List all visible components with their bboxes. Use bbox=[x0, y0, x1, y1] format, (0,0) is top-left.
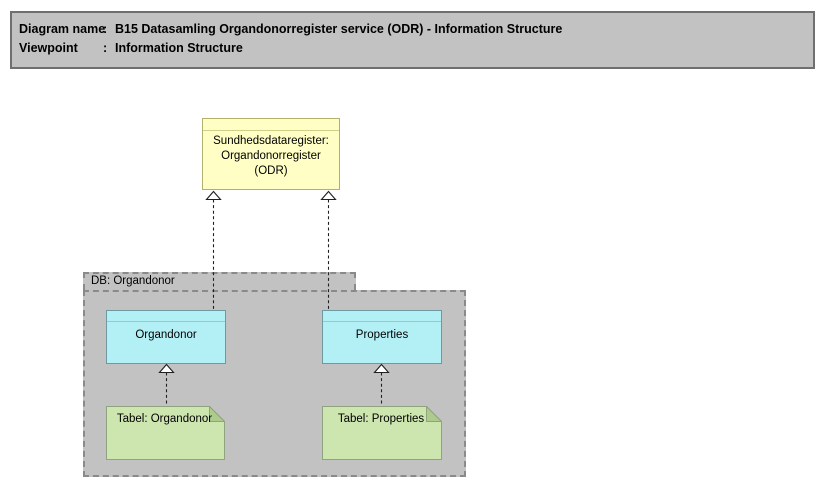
node-sundhedsdataregister-odr[interactable]: Sundhedsdataregister: Organdonorregister… bbox=[202, 118, 340, 190]
title-value: B15 Datasamling Organdonorregister servi… bbox=[115, 22, 563, 36]
object-header-strip bbox=[107, 311, 225, 322]
note-body bbox=[106, 406, 225, 460]
node-properties[interactable]: Properties bbox=[322, 310, 442, 364]
hollow-triangle-arrowhead-icon bbox=[205, 190, 222, 201]
folded-corner-icon bbox=[209, 406, 225, 422]
title-separator: : bbox=[103, 41, 108, 55]
group-node-label: DB: Organdonor bbox=[91, 275, 175, 287]
title-label: Viewpoint bbox=[19, 41, 78, 55]
node-tabel-organdonor[interactable]: Tabel: Organdonor bbox=[106, 406, 225, 460]
note-shape bbox=[322, 406, 442, 460]
title-label: Diagram name bbox=[19, 22, 106, 36]
title-value: Information Structure bbox=[115, 41, 243, 55]
group-node-db-organdonor-tab[interactable]: DB: Organdonor bbox=[83, 272, 356, 290]
node-label: Organdonor bbox=[135, 329, 197, 341]
note-shape bbox=[106, 406, 225, 460]
object-header-strip bbox=[203, 119, 339, 131]
node-label: Tabel: Organdonor bbox=[116, 413, 213, 425]
node-label: Tabel: Properties bbox=[337, 413, 425, 425]
node-label: Sundhedsdataregister: Organdonorregister… bbox=[213, 135, 329, 177]
object-header-strip bbox=[323, 311, 441, 322]
node-label: Properties bbox=[355, 329, 409, 341]
title-row-viewpoint: Viewpoint: Information Structure bbox=[19, 39, 807, 58]
node-tabel-properties[interactable]: Tabel: Properties bbox=[322, 406, 442, 460]
note-body bbox=[322, 406, 442, 460]
title-row-diagram-name: Diagram name: B15 Datasamling Organdonorr… bbox=[19, 20, 807, 39]
folded-corner-icon bbox=[426, 406, 442, 422]
title-separator: : bbox=[103, 22, 108, 36]
hollow-triangle-arrowhead-icon bbox=[320, 190, 337, 201]
diagram-title-block: Diagram name: B15 Datasamling Organdonorr… bbox=[10, 11, 815, 69]
node-organdonor[interactable]: Organdonor bbox=[106, 310, 226, 364]
